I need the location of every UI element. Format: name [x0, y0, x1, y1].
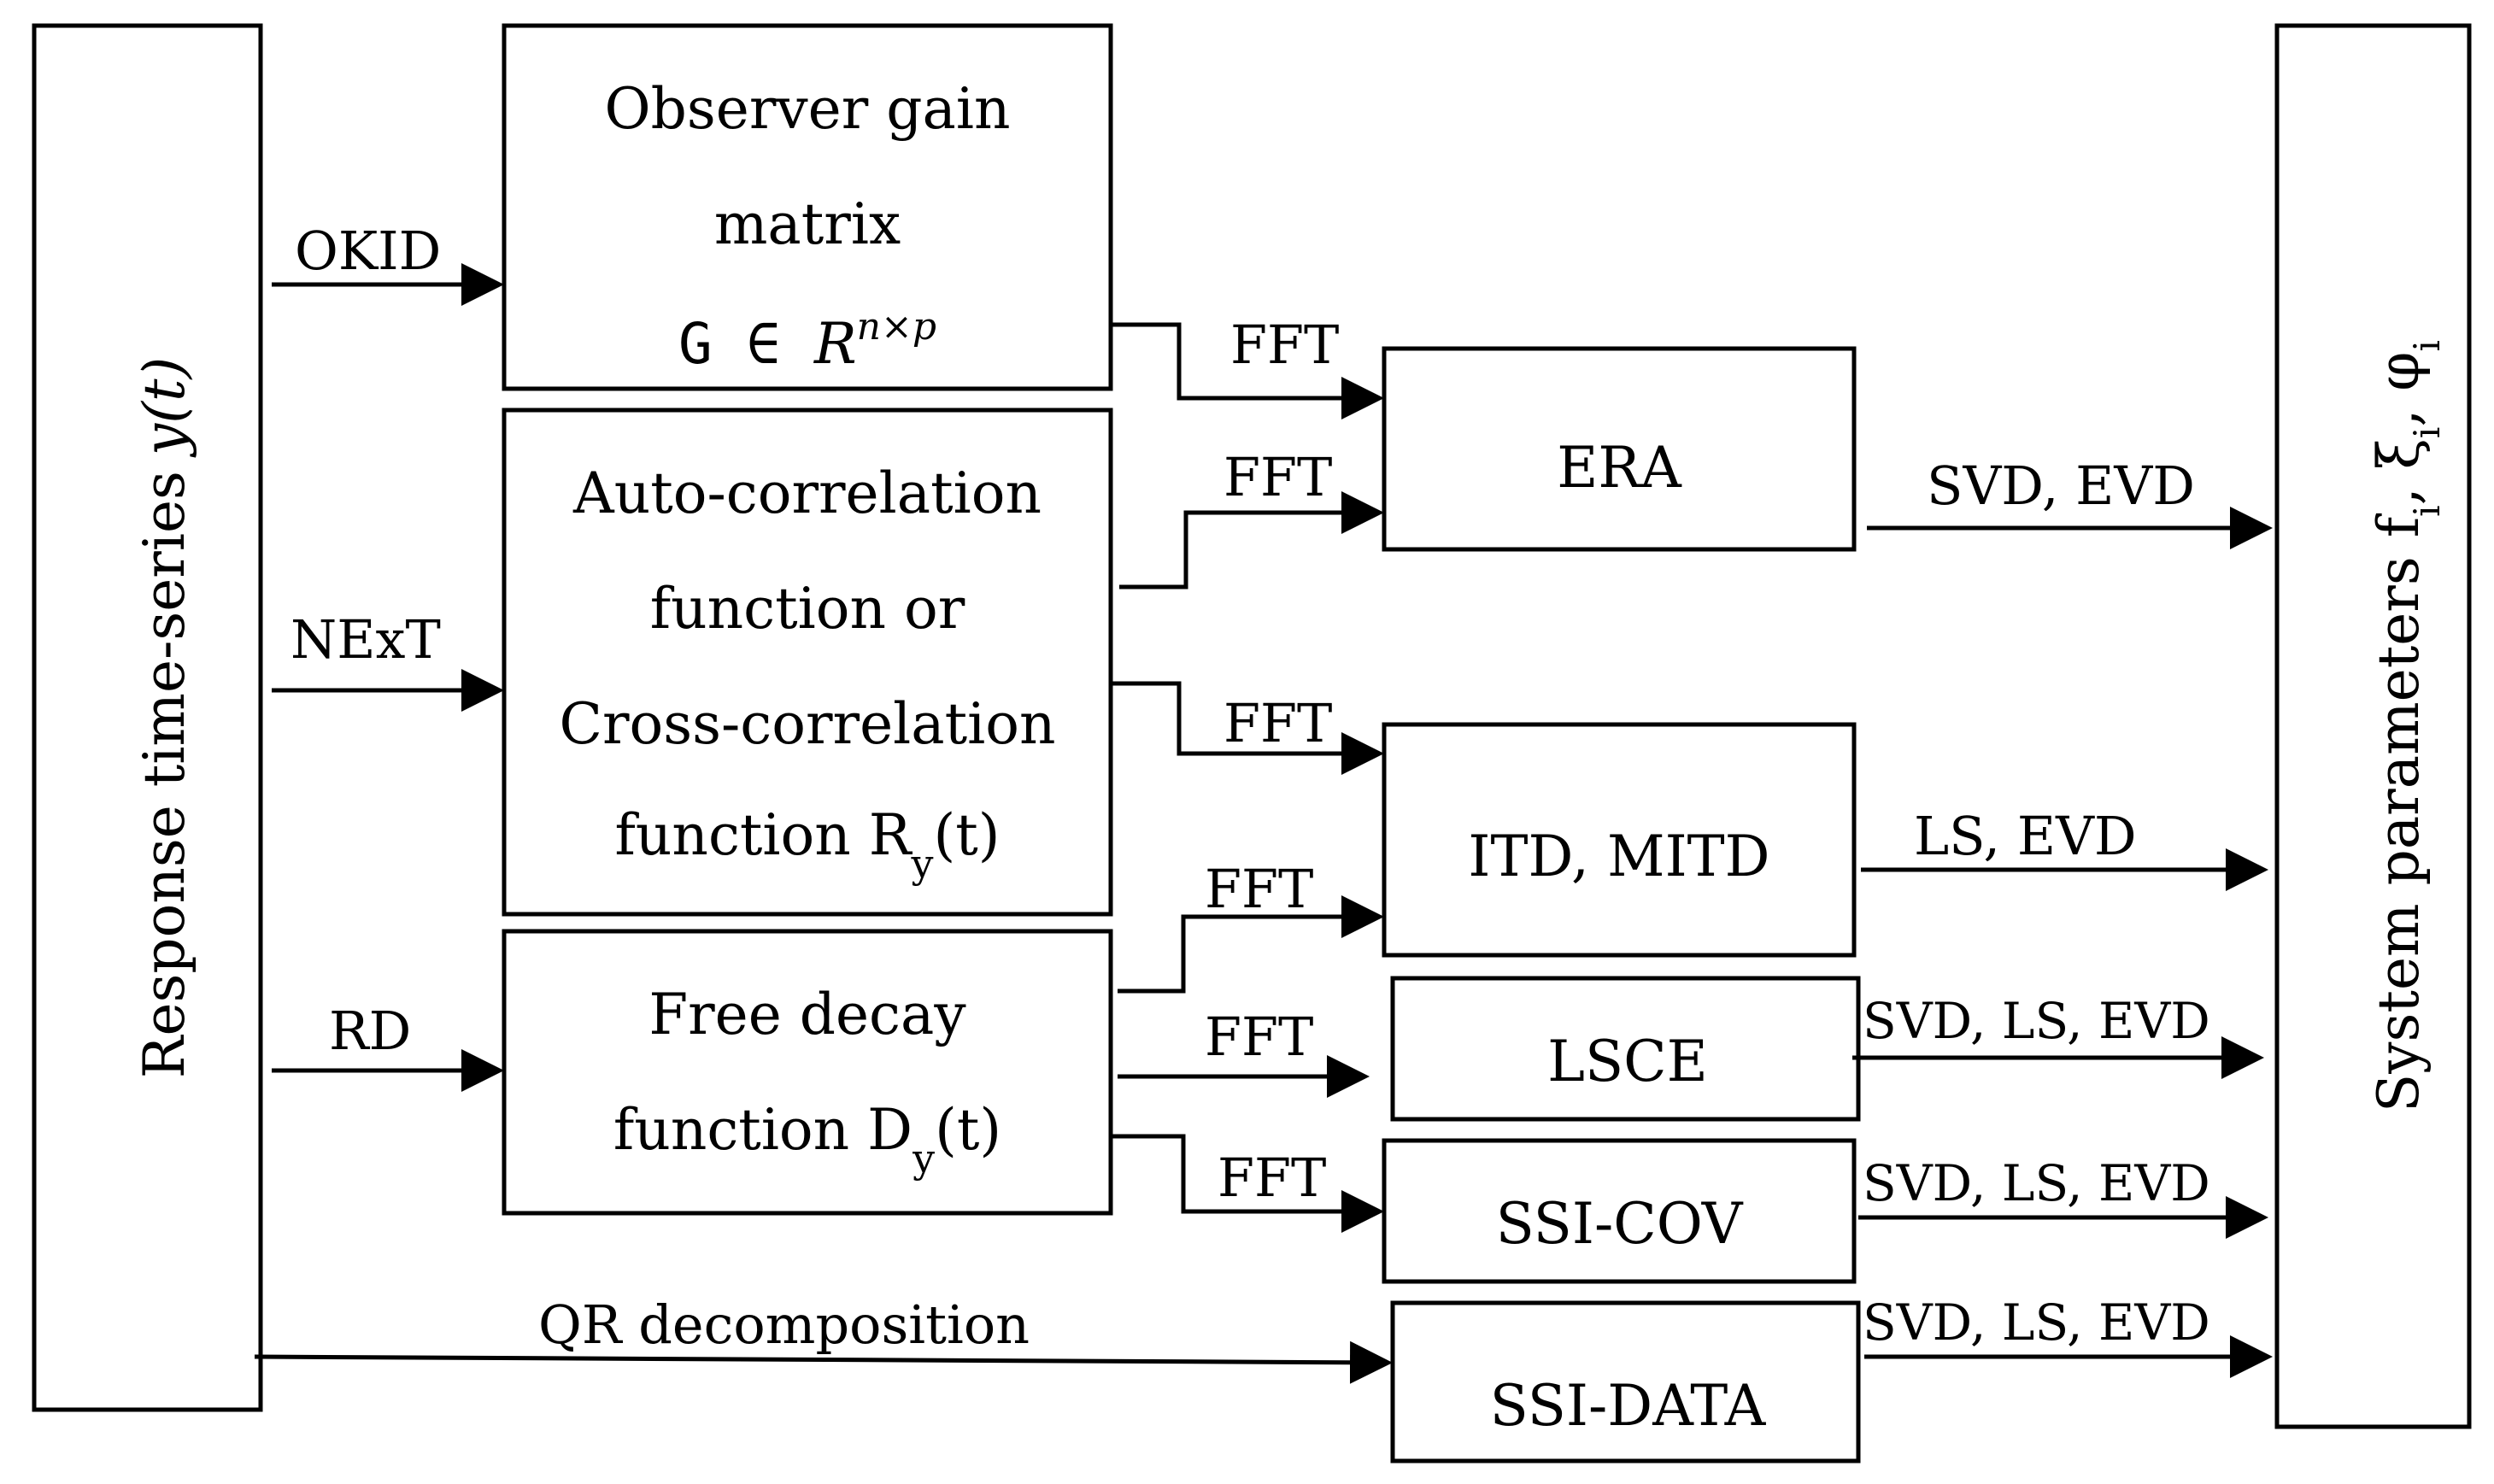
- lsce-out-label: SVD, LS, EVD: [1863, 992, 2210, 1050]
- fft-label-3: FFT: [1224, 692, 1332, 754]
- fft-arrow-decay-itd: [1118, 895, 1384, 994]
- itd-box: [1382, 722, 1857, 958]
- qr-label: QR decomposition: [538, 1293, 1030, 1356]
- itd-label: ITD, MITD: [1468, 824, 1769, 889]
- ssicov-label: SSI-COV: [1496, 1191, 1744, 1257]
- next-label: NExT: [290, 608, 441, 671]
- rd-label: RD: [329, 1000, 411, 1062]
- fft-label-5: FFT: [1205, 1006, 1313, 1068]
- output-panel: [2274, 23, 2472, 1429]
- era-label: ERA: [1557, 435, 1682, 501]
- input-panel-label: Response time-seriesy(t): [132, 357, 197, 1078]
- fft-label-4: FFT: [1205, 858, 1313, 920]
- era-out-label: SVD, EVD: [1927, 455, 2195, 517]
- lsce-label: LSCE: [1547, 1029, 1708, 1094]
- input-panel: [32, 23, 263, 1412]
- decay-line1: Free decay: [648, 982, 966, 1047]
- observer-gain-box: [502, 23, 1113, 391]
- ssidata-label: SSI-DATA: [1490, 1373, 1767, 1439]
- correlation-line3: Cross-correlation: [559, 691, 1055, 757]
- output-panel-label: System parametersfi, ξi, φi: [2366, 340, 2448, 1112]
- correlation-line1: Auto-correlation: [572, 460, 1042, 526]
- fft-arrow-correlation-itd: [1112, 681, 1384, 775]
- fft-arrow-observer-era: [1112, 322, 1384, 419]
- fft-label-1: FFT: [1230, 314, 1339, 376]
- ssicov-box: [1382, 1138, 1857, 1284]
- correlation-line4: function Ry(t): [615, 802, 1001, 887]
- fft-arrow-decay-ssicov: [1112, 1134, 1384, 1233]
- lsce-box: [1390, 976, 1861, 1122]
- correlation-line2: function or: [650, 576, 965, 642]
- ssicov-out-label: SVD, LS, EVD: [1863, 1154, 2210, 1212]
- okid-label: OKID: [295, 220, 441, 282]
- fft-label-2: FFT: [1224, 446, 1332, 508]
- itd-out-label: LS, EVD: [1914, 805, 2137, 867]
- observer-line2: matrix: [714, 191, 901, 257]
- observer-line1: Observer gain: [605, 76, 1011, 142]
- decay-line2: function Dy(t): [613, 1097, 1001, 1182]
- qr-arrow: [254, 1340, 1393, 1384]
- correlation-function-box: [502, 408, 1113, 917]
- fft-label-6: FFT: [1218, 1147, 1326, 1209]
- observer-line3: G ∈ Rn×p: [678, 305, 936, 377]
- free-decay-box: [502, 929, 1113, 1216]
- fft-arrow-correlation-era: [1119, 491, 1384, 589]
- ssidata-box: [1390, 1300, 1861, 1463]
- ssidata-out-label: SVD, LS, EVD: [1863, 1293, 2210, 1352]
- era-box: [1382, 346, 1857, 552]
